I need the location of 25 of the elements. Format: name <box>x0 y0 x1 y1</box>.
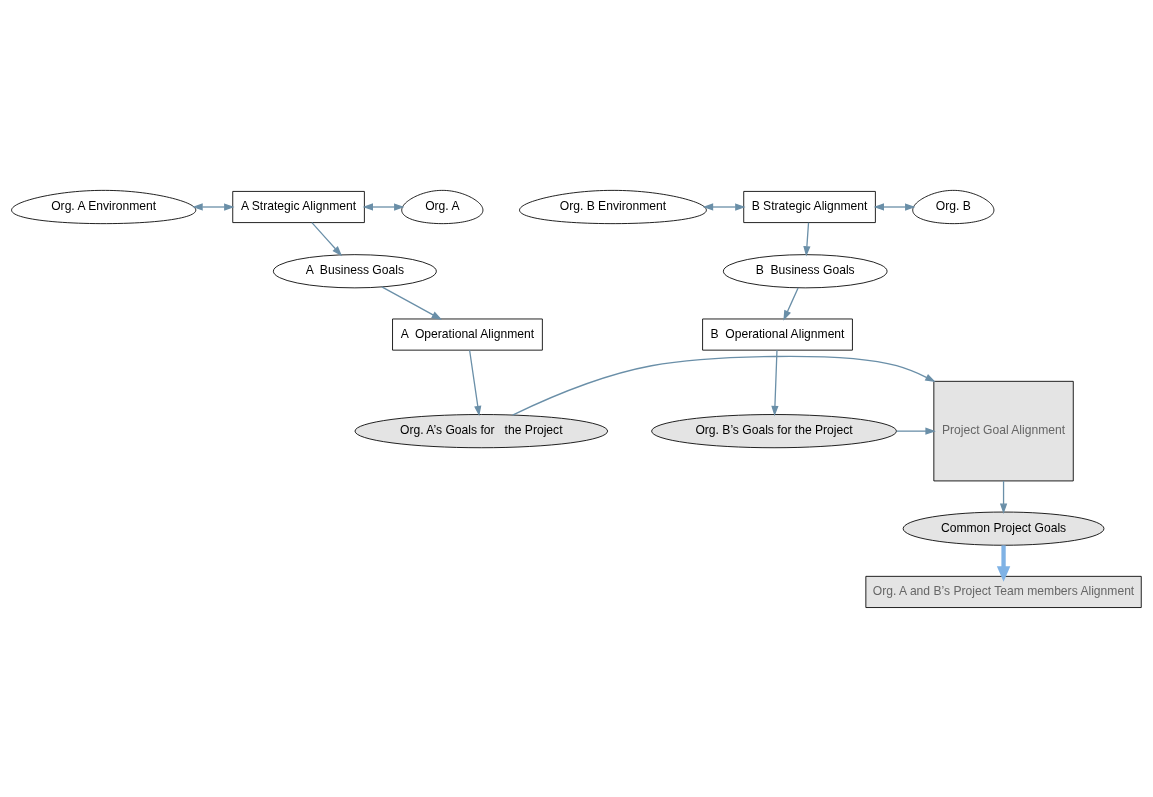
node-ellipse: B Business Goals <box>722 253 888 288</box>
arrow <box>362 202 405 211</box>
arrow <box>783 286 799 321</box>
node-box: A Strategic Alignment <box>232 190 365 223</box>
node-box: B Operational Alignment <box>702 318 853 351</box>
arrow <box>468 349 482 416</box>
node-box: B Strategic Alignment <box>743 190 876 223</box>
arrow <box>999 479 1008 514</box>
node-ellipse: A Business Goals <box>272 253 437 288</box>
node-box: Org. A and B’s Project Team members Alignment <box>865 575 1142 608</box>
arrow <box>511 355 936 416</box>
arrow <box>996 544 1011 582</box>
node-ellipse: Org. A’s Goals for the Project <box>354 413 609 448</box>
node-box: Project Goal Alignment <box>933 380 1074 481</box>
arrow <box>873 202 916 211</box>
node-box: A Operational Alignment <box>392 318 543 351</box>
node-ellipse: Common Project Goals <box>902 511 1105 546</box>
arrow <box>311 221 343 256</box>
node-ellipse: Org. B’s Goals for the Project <box>651 413 897 448</box>
arrow <box>381 285 443 320</box>
arrow <box>192 202 235 211</box>
arrow <box>896 427 936 435</box>
arrow <box>803 221 811 257</box>
arrow <box>702 202 746 211</box>
arrow <box>771 349 779 416</box>
